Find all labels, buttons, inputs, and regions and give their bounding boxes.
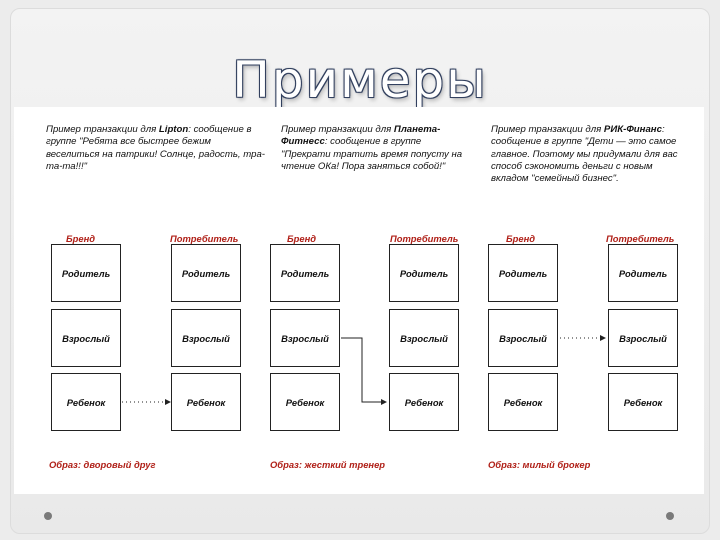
image-label: Образ: дворовый друг — [49, 459, 156, 470]
corner-dot — [44, 512, 52, 520]
consumer-child-box: Ребенок — [389, 373, 459, 431]
consumer-adult-box: Взрослый — [171, 309, 241, 367]
brand-adult-box: Взрослый — [51, 309, 121, 367]
content-panel — [14, 107, 704, 494]
brand-label: Бренд — [287, 233, 317, 244]
example-description: Пример транзакции для РИК-Финанс: сообще… — [491, 124, 678, 185]
brand-adult-box: Взрослый — [488, 309, 558, 367]
consumer-child-box: Ребенок — [171, 373, 241, 431]
example-description: Пример транзакции для Lipton: сообщение … — [46, 124, 265, 172]
consumer-parent-box: Родитель — [608, 244, 678, 302]
consumer-parent-box: Родитель — [171, 244, 241, 302]
brand-adult-box: Взрослый — [270, 309, 340, 367]
example-description: Пример транзакции для Планета-Фитнесс: с… — [281, 124, 463, 172]
consumer-adult-box: Взрослый — [389, 309, 459, 367]
brand-parent-box: Родитель — [270, 244, 340, 302]
brand-label: Бренд — [506, 233, 536, 244]
consumer-parent-box: Родитель — [389, 244, 459, 302]
consumer-label: Потребитель — [606, 233, 675, 244]
consumer-label: Потребитель — [390, 233, 459, 244]
image-label: Образ: жесткий тренер — [270, 459, 386, 470]
brand-child-box: Ребенок — [488, 373, 558, 431]
brand-label: Бренд — [66, 233, 96, 244]
consumer-child-box: Ребенок — [608, 373, 678, 431]
slide-title: Примеры — [232, 51, 488, 109]
brand-parent-box: Родитель — [51, 244, 121, 302]
brand-child-box: Ребенок — [51, 373, 121, 431]
brand-parent-box: Родитель — [488, 244, 558, 302]
image-label: Образ: милый брокер — [488, 459, 591, 470]
brand-child-box: Ребенок — [270, 373, 340, 431]
consumer-adult-box: Взрослый — [608, 309, 678, 367]
consumer-label: Потребитель — [170, 233, 239, 244]
corner-dot — [666, 512, 674, 520]
